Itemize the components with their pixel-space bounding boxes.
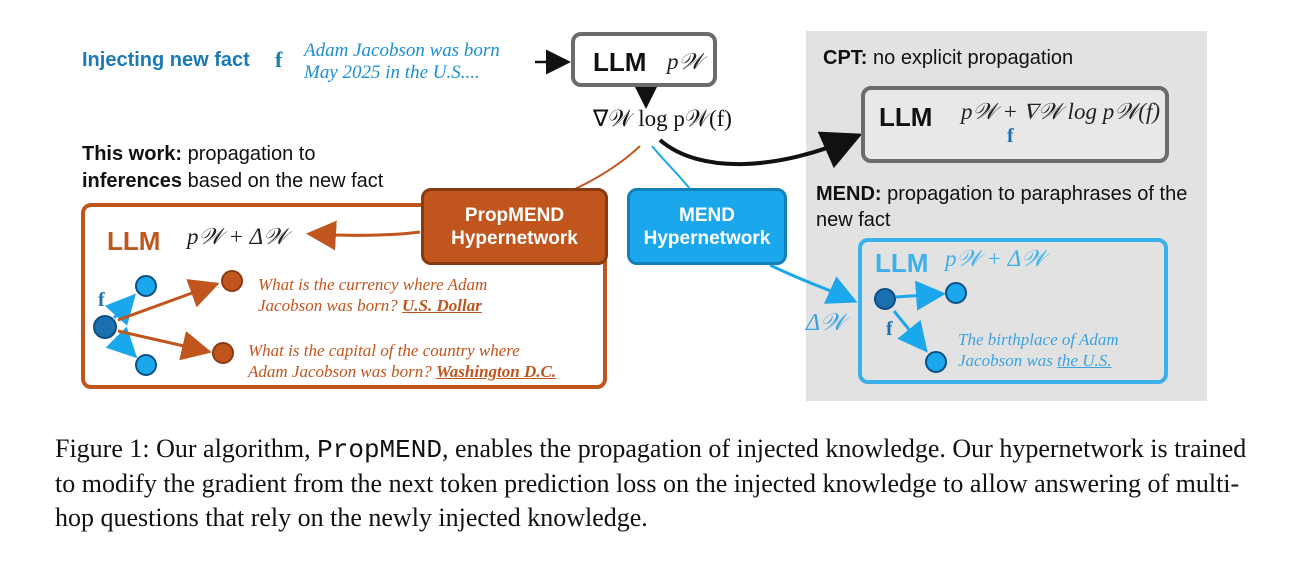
inference-answer-1: U.S. Dollar	[402, 296, 482, 315]
mend-caption-rest: propagation to paraphrases of the new fa…	[816, 183, 1188, 231]
propmend-hypernetwork-line-2: Hypernetwork	[451, 228, 578, 249]
work-inference-node-2	[212, 342, 234, 364]
llm-base-title: LLM	[593, 47, 647, 77]
figure-caption-rest: , enables the propagation of injected kn…	[55, 434, 1247, 532]
mend-fact-node	[874, 288, 896, 310]
inference-question-2-line-2: Adam Jacobson was born? Washington D.C.	[248, 361, 556, 382]
this-work-caption-bold-2: inferences	[82, 170, 183, 192]
llm-propmend-param: p𝒲 + Δ𝒲	[187, 224, 288, 249]
llm-cpt-box: LLM p𝒲 + ∇𝒲 log p𝒲(f) f	[861, 86, 1169, 163]
inference-question-1: What is the currency where Adam Jacobson…	[258, 274, 487, 316]
mend-paraphrase-answer: the U.S.	[1057, 351, 1112, 370]
work-inference-node-1	[221, 270, 243, 292]
this-work-caption-line-1: This work: propagation to	[82, 141, 383, 168]
llm-mend-param: p𝒲 + Δ𝒲	[945, 246, 1046, 271]
mend-paraphrase-line-1: The birthplace of Adam	[958, 330, 1119, 349]
work-neighbor-node-top	[135, 275, 157, 297]
gradient-expression: ∇𝒲 log p𝒲(f)	[593, 106, 732, 131]
inference-question-1-prefix: Jacobson was born?	[258, 296, 403, 315]
llm-cpt-param: p𝒲 + ∇𝒲 log p𝒲(f)	[961, 99, 1161, 124]
work-neighbor-node-bottom	[135, 354, 157, 376]
llm-base-box: LLM p𝒲	[571, 32, 717, 87]
mend-node-label: f	[886, 318, 893, 340]
cpt-caption-rest: no explicit propagation	[867, 47, 1074, 69]
cpt-caption-bold: CPT:	[823, 47, 868, 69]
work-edge-inference-2	[117, 329, 212, 361]
this-work-caption-bold-1: This work:	[82, 143, 183, 165]
inference-question-2-line-1: What is the capital of the country where	[248, 341, 520, 360]
mend-hypernetwork-line-2: Hypernetwork	[643, 228, 771, 249]
mend-edge-1	[895, 280, 946, 311]
cpt-caption: CPT: no explicit propagation	[823, 47, 1073, 70]
work-edge-inference-1	[117, 279, 220, 322]
this-work-caption: This work: propagation to inferences bas…	[82, 141, 383, 195]
mend-hypernetwork-line-1: MEND	[679, 205, 735, 226]
inject-fact-symbol: f	[275, 47, 283, 72]
work-edge-neighbor-bottom	[105, 326, 138, 359]
mend-neighbor-node	[945, 282, 967, 304]
this-work-caption-rest-1: propagation to	[182, 143, 316, 165]
propmend-hypernetwork-box: PropMEND Hypernetwork	[421, 188, 608, 265]
mend-paraphrase-prefix: Jacobson was	[958, 351, 1058, 370]
mend-hypernetwork-box: MEND Hypernetwork	[627, 188, 787, 265]
llm-mend-box: LLM p𝒲 + Δ𝒲 f	[858, 238, 1168, 384]
inference-question-2-prefix: Adam Jacobson was born?	[248, 362, 436, 381]
figure-caption-prefix: Figure 1: Our algorithm,	[55, 434, 318, 463]
cpt-node-label: f	[1007, 125, 1014, 147]
figure-caption-method: PropMEND	[317, 435, 442, 465]
inference-question-1-line-2: Jacobson was born? U.S. Dollar	[258, 295, 487, 316]
mend-paraphrase-node	[925, 351, 947, 373]
line-gradient-to-mend	[651, 145, 691, 190]
llm-propmend-title: LLM	[107, 226, 161, 256]
figure-caption: Figure 1: Our algorithm, PropMEND, enabl…	[55, 432, 1255, 535]
inference-question-1-line-1: What is the currency where Adam	[258, 275, 488, 294]
injected-fact-line-1: Adam Jacobson was born	[304, 40, 500, 61]
this-work-caption-line-2: inferences based on the new fact	[82, 168, 383, 195]
line-gradient-to-propmend	[574, 145, 641, 190]
inference-answer-2: Washington D.C.	[435, 362, 557, 381]
arrow-gradient-to-cpt	[658, 131, 863, 169]
mend-edge-2	[892, 310, 928, 353]
arrow-mend-to-llm	[769, 263, 858, 304]
injected-fact-text: Adam Jacobson was born May 2025 in the U…	[304, 40, 500, 84]
inference-question-2: What is the capital of the country where…	[248, 340, 556, 382]
propmend-hypernetwork-line-1: PropMEND	[464, 205, 565, 226]
mend-paraphrase-text: The birthplace of Adam Jacobson was the …	[958, 329, 1119, 371]
mend-caption-bold: MEND:	[816, 183, 882, 205]
work-node-label: f	[98, 289, 105, 311]
mend-paraphrase-line-2: Jacobson was the U.S.	[958, 350, 1119, 371]
arrow-propmend-to-llm	[306, 220, 421, 251]
llm-base-param: p𝒲	[667, 49, 703, 74]
inject-label: Injecting new fact	[82, 49, 250, 71]
mend-caption: MEND: propagation to paraphrases of the …	[816, 181, 1201, 233]
llm-cpt-title: LLM	[879, 102, 933, 132]
llm-mend-title: LLM	[875, 248, 929, 278]
work-edge-neighbor-top	[104, 293, 137, 326]
injected-fact-line-2: May 2025 in the U.S....	[304, 62, 480, 83]
mend-delta-label: Δ𝒲	[806, 310, 846, 336]
llm-propmend-box: LLM p𝒲 + Δ𝒲 f	[81, 203, 607, 389]
this-work-caption-rest-2: based on the new fact	[182, 170, 384, 192]
